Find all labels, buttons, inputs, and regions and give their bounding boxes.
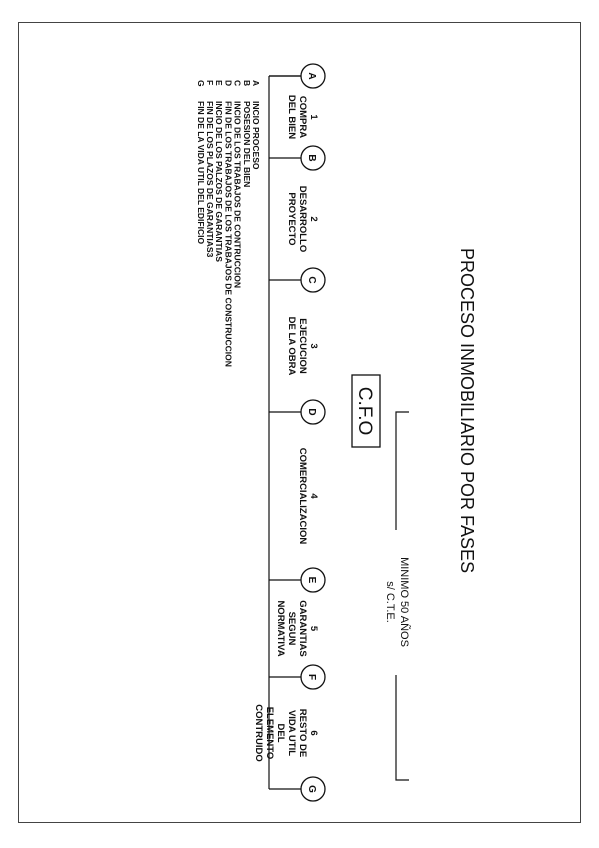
minimum-line-1: MINIMO 50 AÑOS: [398, 557, 411, 647]
phase-text-line: VIDA UTIL: [286, 710, 297, 756]
legend-item-e: E INCIO DE LOS PALZOS DE GARANTIAS: [214, 80, 224, 262]
legend-text: INCIO DE LOS TRABAJOS DE CONTRUCCION: [233, 101, 243, 288]
phase-number: 5: [308, 626, 319, 632]
phase-text-line: DEL: [275, 724, 286, 743]
node-g: G: [300, 776, 326, 802]
legend-text: FIN DE LOS TRABAJOS DE LOS TRABAJOS DE C…: [223, 101, 233, 367]
node-letter: B: [306, 154, 317, 161]
legend-text: INCIO PROCESO: [251, 101, 261, 170]
phase-text-line: DE LA OBRA: [286, 317, 297, 376]
legend-item-b: B POSESION DEL BIEN: [242, 80, 252, 187]
legend-key: B: [242, 80, 252, 86]
cfo-box: C.F.O: [351, 374, 381, 448]
phase-text-line: NORMATIVA: [275, 600, 286, 656]
legend-key: E: [214, 80, 224, 86]
node-letter: C: [306, 276, 317, 283]
minimum-line-2: s/ C.T.E.: [384, 581, 396, 623]
legend-item-a: A INCIO PROCESO: [251, 80, 261, 170]
timeline-lines: [268, 75, 301, 790]
phase-number: 1: [308, 114, 319, 120]
legend-text: FIN DE LOS PLAZOS DE GARANTIAS3: [205, 101, 215, 258]
node-circle: [300, 267, 326, 293]
node-circle: [300, 399, 326, 425]
legend-item-d: D FIN DE LOS TRABAJOS DE LOS TRABAJOS DE …: [223, 80, 233, 367]
phase-number: 2: [308, 216, 319, 221]
node-letter: F: [306, 674, 317, 680]
phase-text-line: GARANTIAS: [297, 600, 308, 656]
timeline-nodes: A B C D E F G: [300, 63, 326, 802]
phase-number: 3: [308, 343, 319, 348]
node-a: A: [300, 63, 326, 89]
rotated-diagram: PROCESO INMOBILIARIO POR FASES MINIMO 50…: [196, 63, 477, 802]
node-letter: A: [306, 72, 317, 79]
node-circle: [300, 567, 326, 593]
cfo-label: C.F.O: [354, 387, 375, 436]
node-circle: [300, 63, 326, 89]
sheet-border: [18, 22, 581, 823]
phase-text-line: EJECUCION: [297, 318, 308, 374]
node-circle: [300, 145, 326, 171]
legend-text: POSESION DEL BIEN: [242, 101, 252, 187]
phase-text-line: RESTO DE: [297, 709, 308, 757]
legend-item-g: G FIN DE LA VIDA UTIL DEL EDIFICIO: [196, 80, 206, 244]
phase-text-line: COMERCIALIZACION: [297, 448, 308, 545]
phase-text-line: DESARROLLO: [297, 186, 308, 253]
legend-key: A: [251, 80, 261, 86]
phase-text-line: CONTRUIDO: [253, 704, 264, 762]
legend: A INCIO PROCESO B POSESION DEL BIEN C INCIO D…: [196, 80, 261, 367]
node-c: C: [300, 267, 326, 293]
phase-number: 4: [308, 493, 319, 499]
legend-key: G: [196, 80, 206, 87]
phase-text-line: SEGUN: [286, 612, 297, 646]
legend-key: F: [205, 80, 215, 85]
node-b: B: [300, 145, 326, 171]
phase-number: 6: [308, 730, 319, 735]
legend-text: INCIO DE LOS PALZOS DE GARANTIAS: [214, 101, 224, 262]
node-f: F: [300, 664, 326, 690]
phase-text-line: ELEMENTO: [264, 707, 275, 760]
node-letter: E: [306, 577, 317, 584]
bracket-line-right: [395, 675, 409, 781]
phase-text-line: COMPRA: [297, 96, 308, 138]
legend-key: C: [233, 80, 243, 86]
legend-item-c: C INCIO DE LOS TRABAJOS DE CONTRUCCION: [233, 80, 243, 288]
legend-key: D: [223, 80, 233, 86]
node-circle: [300, 664, 326, 690]
minimum-bracket: MINIMO 50 AÑOS s/ C.T.E.: [384, 411, 411, 781]
node-letter: G: [306, 785, 317, 793]
node-d: D: [300, 399, 326, 425]
legend-text: FIN DE LA VIDA UTIL DEL EDIFICIO: [196, 101, 206, 244]
bracket-line-left: [395, 411, 409, 530]
node-circle: [300, 776, 326, 802]
diagram-title: PROCESO INMOBILIARIO POR FASES: [457, 248, 477, 573]
phase-text-line: DEL BIEN: [286, 95, 297, 139]
node-e: E: [300, 567, 326, 593]
node-letter: D: [306, 408, 317, 415]
legend-item-f: F FIN DE LOS PLAZOS DE GARANTIAS3: [205, 80, 215, 258]
phase-text-line: PROYECTO: [286, 192, 297, 245]
